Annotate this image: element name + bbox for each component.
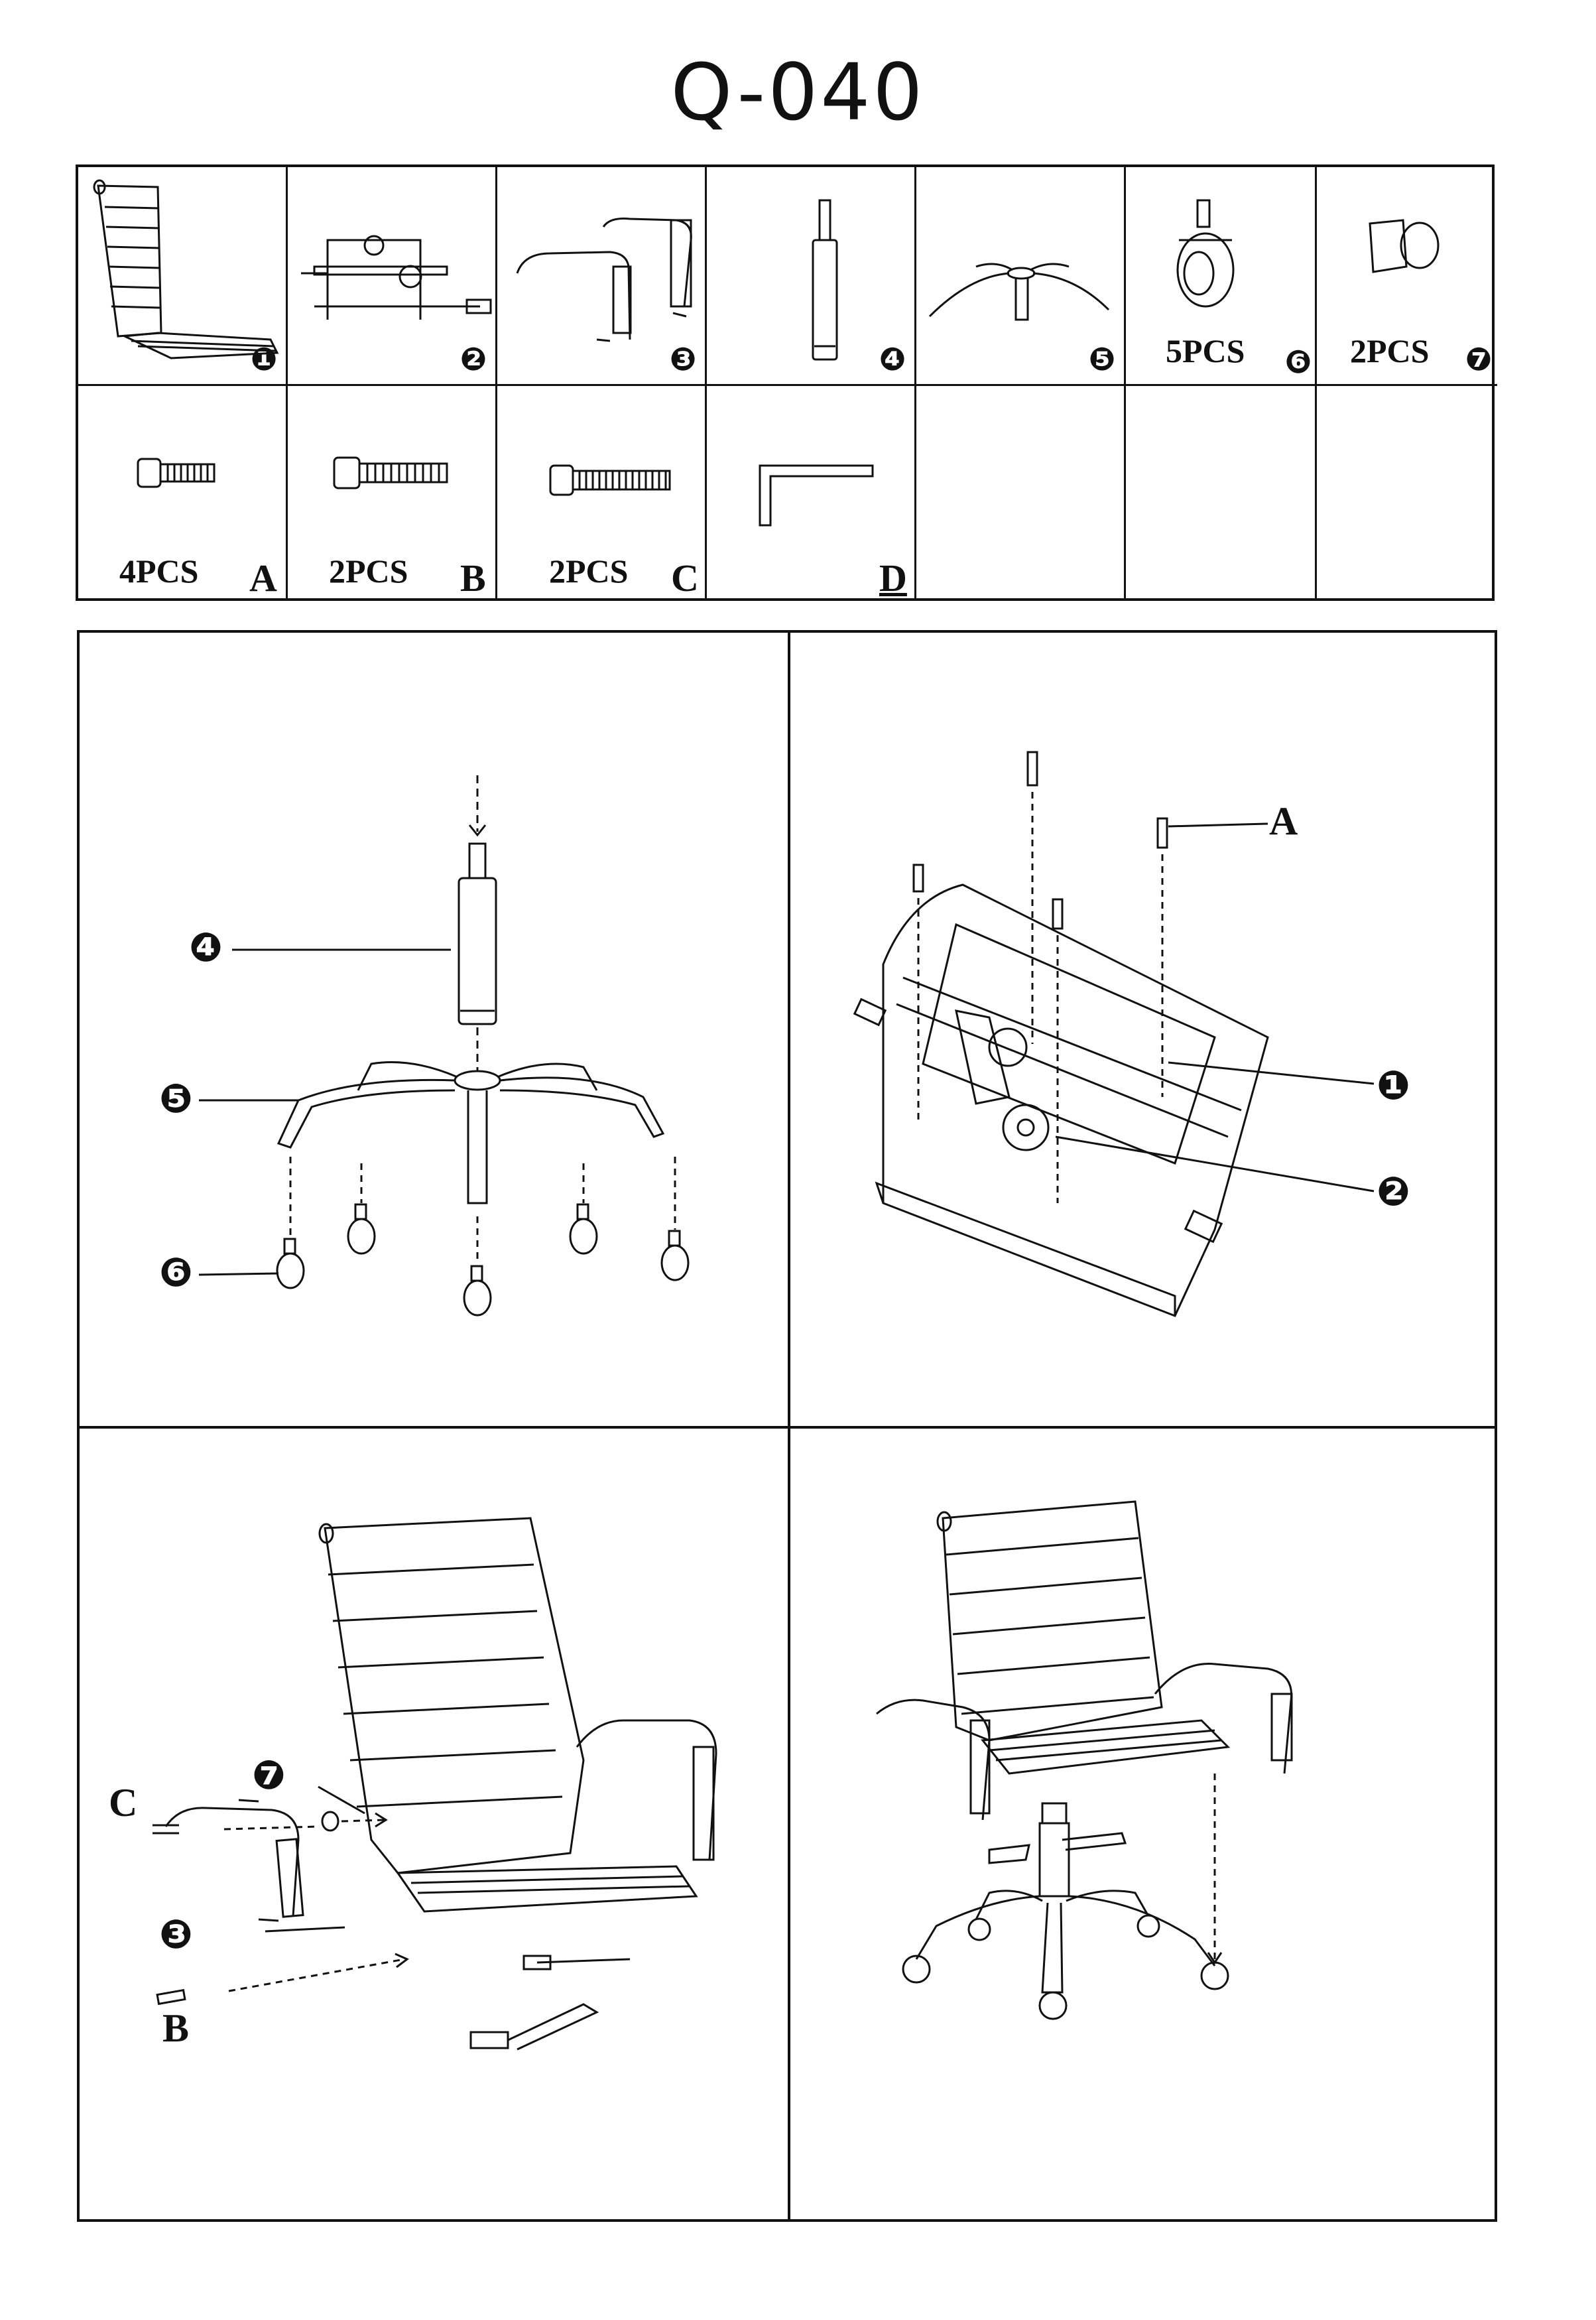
steps-horizontal-divider <box>80 1426 1495 1429</box>
step-3-illustration <box>153 1517 717 2051</box>
part-number-6: ❻ <box>1284 344 1312 381</box>
step-2-callout-2: ❷ <box>1377 1169 1410 1215</box>
bolt-c-illustration <box>549 464 671 496</box>
part-quantity-B: 2PCS <box>329 552 408 590</box>
step-3-callout-C: C <box>109 1781 138 1825</box>
step-3-panel: ❼ C ❸ B <box>80 1429 788 2222</box>
part-quantity-C: 2PCS <box>549 552 629 590</box>
step-4-panel <box>790 1429 1500 2222</box>
part-cell-empty-2 <box>1126 386 1317 601</box>
step-1-callout-6: ❻ <box>159 1250 193 1296</box>
part-letter-A: A <box>249 556 277 600</box>
part-number-3: ❸ <box>669 341 697 378</box>
part-number-5: ❺ <box>1088 341 1116 378</box>
part-cell-5: ❺ <box>916 167 1126 386</box>
document-title: Q-040 <box>670 46 926 138</box>
part-number-7: ❼ <box>1465 341 1493 378</box>
part-cell-6: 5PCS ❻ <box>1126 167 1317 386</box>
part-number-1: ❶ <box>250 341 278 378</box>
armrest-plug-illustration <box>1369 219 1440 273</box>
part-cell-1: ❶ <box>78 167 288 386</box>
part-cell-2: ❷ <box>288 167 497 386</box>
step-2-illustration <box>853 751 1375 1317</box>
step-2-callout-1: ❶ <box>1377 1063 1410 1109</box>
armrest-illustration <box>516 218 692 342</box>
step-2-callout-A: A <box>1269 799 1298 843</box>
step-3-callout-B: B <box>162 2006 190 2050</box>
allen-key-illustration <box>759 464 874 527</box>
part-cell-A: 4PCS A <box>78 386 288 601</box>
caster-illustration <box>1176 199 1235 308</box>
part-letter-B: B <box>460 556 486 600</box>
step-1-callout-4: ❹ <box>189 925 223 971</box>
bolt-b-illustration <box>333 456 448 489</box>
part-cell-D: D <box>707 386 916 601</box>
part-cell-3: ❸ <box>497 167 707 386</box>
part-cell-B: 2PCS B <box>288 386 497 601</box>
step-1-illustration <box>198 775 690 1317</box>
step-1-panel: ❹ ❺ ❻ <box>80 633 788 1426</box>
part-cell-empty-1 <box>916 386 1126 601</box>
part-cell-C: 2PCS C <box>497 386 707 601</box>
parts-table: ❶ ❷ ❸ <box>76 164 1497 601</box>
part-quantity-A: 4PCS <box>119 552 199 590</box>
part-cell-4: ❹ <box>707 167 916 386</box>
step-2-panel: A ❶ ❷ <box>790 633 1500 1426</box>
part-quantity-7: 2PCS <box>1350 332 1430 369</box>
step-3-callout-7: ❼ <box>252 1752 286 1799</box>
part-letter-D: D <box>879 556 907 600</box>
part-number-4: ❹ <box>879 341 906 378</box>
mechanism-illustration <box>301 235 492 320</box>
step-3-callout-3: ❸ <box>159 1911 193 1958</box>
base-illustration <box>928 263 1110 321</box>
part-quantity-6: 5PCS <box>1166 332 1245 369</box>
step-4-illustration <box>876 1500 1293 2020</box>
step-1-callout-5: ❺ <box>159 1076 193 1122</box>
part-number-2: ❷ <box>460 341 487 378</box>
gas-lift-illustration <box>812 199 838 361</box>
part-cell-empty-3 <box>1317 386 1497 601</box>
assembly-steps-grid: ❹ ❺ ❻ <box>77 630 1497 2222</box>
backrest-seat-illustration <box>93 179 279 359</box>
part-cell-7: 2PCS ❼ <box>1317 167 1497 386</box>
part-letter-C: C <box>671 556 699 600</box>
bolt-a-illustration <box>137 458 215 488</box>
